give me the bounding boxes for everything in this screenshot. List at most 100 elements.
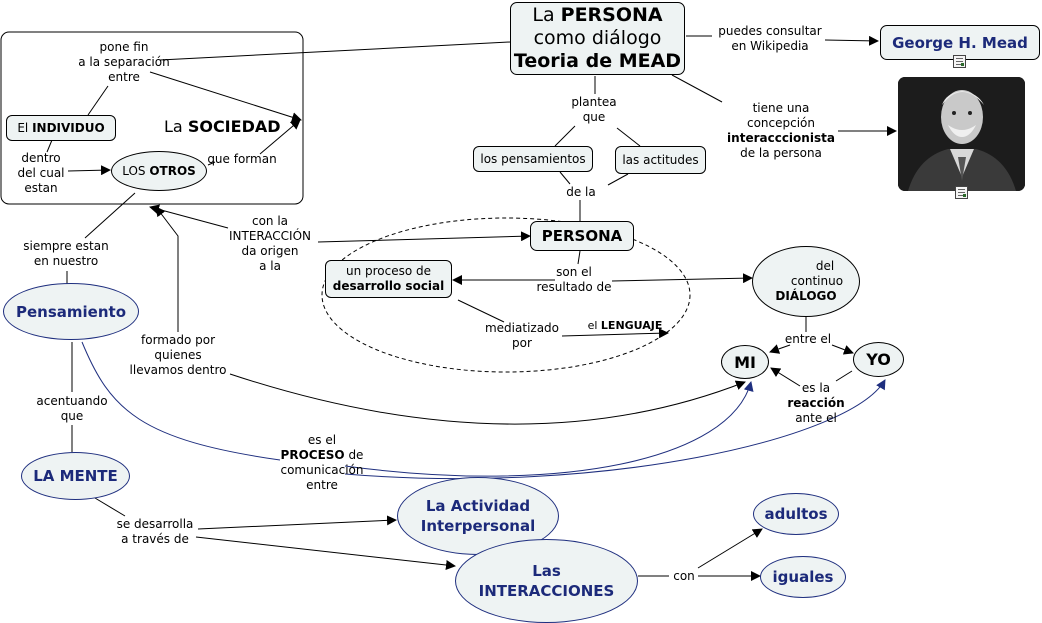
link-formado: formado por quienes llevamos dentro xyxy=(124,333,232,378)
edge-esel-mi xyxy=(344,381,754,477)
edge-sedesarrolla-interacciones xyxy=(195,536,456,570)
link-pone-fin-l3: entre xyxy=(108,70,140,84)
link-mediatizado-l2: por xyxy=(512,336,532,350)
edge-yo-esla xyxy=(835,370,853,382)
edge-dentro-otros xyxy=(67,165,111,176)
pensamiento-node[interactable]: Pensamiento xyxy=(3,283,139,340)
mead-portrait xyxy=(898,77,1025,191)
link-plantea-l1: plantea xyxy=(571,95,617,109)
iguales-node[interactable]: iguales xyxy=(760,556,846,598)
link-es-la-l3: ante el xyxy=(795,411,837,425)
title-line2: como diálogo xyxy=(533,27,662,49)
persona-dashed-group xyxy=(321,217,691,373)
sociedad-label-bold: SOCIEDAD xyxy=(187,117,281,136)
link-siempre: siempre estan en nuestro xyxy=(14,239,118,269)
link-dentro: dentro del cual estan xyxy=(10,151,72,196)
link-mediatizado: mediatizado por xyxy=(480,321,564,351)
link-puedes-l1: puedes consultar xyxy=(718,24,822,38)
edge-formado-sociedad xyxy=(155,206,179,332)
edge-queforman-sociedad xyxy=(259,119,301,155)
link-tiene-l3: interacccionista xyxy=(727,131,835,145)
iguales-label: iguales xyxy=(772,568,834,586)
actitudes-node[interactable]: las actitudes xyxy=(615,146,706,174)
adultos-node[interactable]: adultos xyxy=(753,493,839,535)
link-dentro-l1: dentro xyxy=(21,151,61,165)
interacciones-node[interactable]: Las INTERACCIONES xyxy=(455,539,638,623)
mi-label: MI xyxy=(734,352,756,372)
sociedad-label: La SOCIEDAD xyxy=(164,117,281,137)
link-tiene-l1: tiene una xyxy=(752,101,810,115)
link-se-desarrolla-l1: se desarrolla xyxy=(116,517,194,531)
edge-otros-queforman xyxy=(207,161,216,166)
edge-title-ponefin xyxy=(159,41,511,61)
title-node[interactable]: La PERSONA como diálogo Teoria de MEAD xyxy=(510,2,685,75)
edge-esla-mi xyxy=(770,367,801,387)
link-formado-l3: llevamos dentro xyxy=(129,363,227,377)
link-lenguaje-bold: LENGUAJE xyxy=(600,319,663,332)
link-formado-l1: formado por xyxy=(141,333,215,347)
link-es-el-l1: es el xyxy=(307,433,337,447)
link-puedes: puedes consultar en Wikipedia xyxy=(712,24,828,54)
document-icon[interactable] xyxy=(953,55,966,68)
edge-ponefin-sociedad xyxy=(149,71,302,123)
edge-pensamiento-esel xyxy=(81,341,281,461)
proceso-node[interactable]: un proceso de desarrollo social xyxy=(325,260,452,298)
edge-individuo-dentro xyxy=(46,139,53,153)
link-tiene: tiene una concepción interacccionista de… xyxy=(722,101,840,161)
persona-node[interactable]: PERSONA xyxy=(530,221,634,251)
edge-sonel-dialogo xyxy=(611,273,753,284)
individuo-bold: INDIVIDUO xyxy=(32,121,105,135)
dialogo-line2: continuo xyxy=(790,274,844,288)
link-plantea-l2: que xyxy=(582,110,606,124)
actividad-line1: La Actividad xyxy=(425,497,531,515)
link-de-la: de la xyxy=(560,185,602,200)
link-es-la: es la reacción ante el xyxy=(782,381,850,426)
edge-otros-siempre xyxy=(84,192,136,239)
link-acentuando: acentuando que xyxy=(30,394,114,424)
link-con-la: con la INTERACCIÓN da origen a la xyxy=(218,214,322,274)
link-con-la-l2: INTERACCIÓN xyxy=(229,229,311,243)
link-es-el-l4: entre xyxy=(306,478,338,492)
link-formado-l2: quienes xyxy=(154,348,202,362)
individuo-node[interactable]: El INDIVIDUO xyxy=(6,115,116,141)
link-pone-fin: pone fin a la separación entre xyxy=(72,40,176,85)
mi-node[interactable]: MI xyxy=(721,345,769,379)
dialogo-node[interactable]: del continuo DIÁLOGO xyxy=(752,246,860,317)
otros-node[interactable]: LOS OTROS xyxy=(111,151,207,191)
link-es-el-l2b: de xyxy=(344,448,364,462)
link-es-la-l2: reacción xyxy=(787,396,845,410)
link-que-forman: que forman xyxy=(206,152,278,167)
title-line1a: La xyxy=(532,4,561,26)
actitudes-label: las actitudes xyxy=(622,153,699,167)
persona-label: PERSONA xyxy=(541,227,623,245)
edge-conla-sociedad xyxy=(149,204,229,229)
edge-individuo-ponefin xyxy=(87,85,109,116)
link-de-la-text: de la xyxy=(566,185,596,199)
pensamientos-node[interactable]: los pensamientos xyxy=(473,146,593,172)
title-line1b: PERSONA xyxy=(560,4,663,26)
mente-node[interactable]: LA MENTE xyxy=(21,452,130,500)
yo-node[interactable]: YO xyxy=(853,342,904,377)
adultos-label: adultos xyxy=(764,505,828,523)
edge-mediatizado-lenguaje xyxy=(561,328,669,339)
actividad-line2: Interpersonal xyxy=(420,517,536,535)
link-dentro-l3: estan xyxy=(24,181,58,195)
link-es-el: es el PROCESO de comunicación entre xyxy=(274,433,370,493)
link-con-la-l3: da origen xyxy=(241,244,299,258)
link-acentuando-l2: que xyxy=(60,409,84,423)
link-puedes-l2: en Wikipedia xyxy=(731,39,809,53)
link-con-la-l1: con la xyxy=(251,214,289,228)
edge-con-adultos xyxy=(697,528,763,569)
proceso-line2: desarrollo social xyxy=(332,279,445,293)
link-con-la-l4: a la xyxy=(259,259,281,273)
mead-label: George H. Mead xyxy=(892,33,1028,52)
edge-plantea-actitudes xyxy=(616,127,641,147)
interacciones-line1: Las xyxy=(532,562,561,580)
link-tiene-l4: de la persona xyxy=(740,146,822,160)
document-icon[interactable] xyxy=(955,186,968,199)
mente-label: LA MENTE xyxy=(33,467,118,485)
link-son-el: son el resultado de xyxy=(532,265,616,295)
link-es-la-l1: es la xyxy=(801,381,831,395)
link-es-el-l3: comunicación xyxy=(280,463,364,477)
dialogo-line3: DIÁLOGO xyxy=(775,289,837,303)
